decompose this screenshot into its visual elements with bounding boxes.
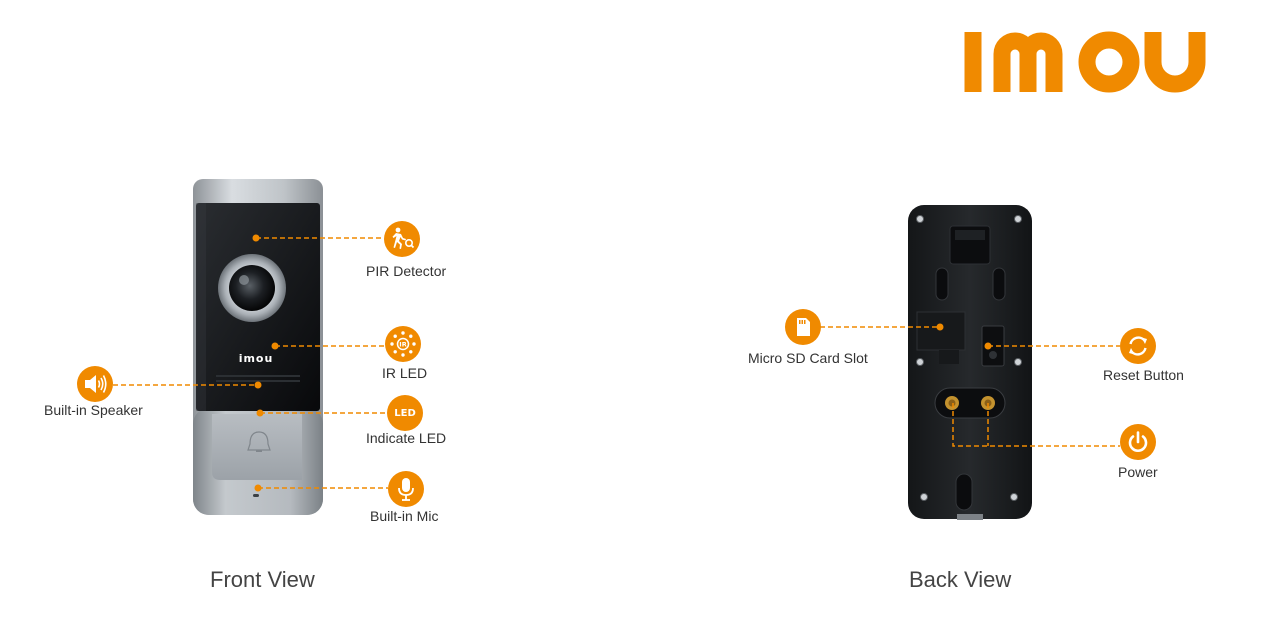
back-view-title: Back View (909, 567, 1012, 592)
power-label: Power (1118, 464, 1158, 480)
front-view-title: Front View (210, 567, 315, 592)
built-in-speaker-label: Built-in Speaker (44, 402, 143, 418)
svg-text:IR: IR (399, 341, 406, 349)
indicate-led-label: Indicate LED (366, 430, 447, 446)
front-doorbell: imou (193, 179, 323, 515)
led-badge-icon: LED (387, 395, 423, 431)
sd-slot-point (936, 323, 944, 331)
power-icon (1120, 424, 1156, 460)
speaker-point (254, 381, 262, 389)
pir-point (252, 234, 260, 242)
ir-led-label: IR LED (382, 365, 428, 381)
microphone-icon (388, 471, 424, 507)
imou-logo (964, 31, 1206, 93)
reset-button-label: Reset Button (1103, 367, 1184, 383)
pir-detector-label: PIR Detector (366, 263, 447, 279)
built-in-mic-label: Built-in Mic (370, 508, 439, 524)
pir-motion-icon (384, 221, 420, 257)
indicate-led-point (256, 409, 264, 417)
led-badge-text: LED (394, 407, 416, 419)
reset-icon (1120, 328, 1156, 364)
reset-point (984, 342, 992, 350)
device-brand-text: imou (239, 352, 274, 365)
mic-point (254, 484, 262, 492)
ir-led-point (271, 342, 279, 350)
speaker-icon (77, 366, 113, 402)
back-doorbell (908, 205, 1032, 520)
micro-sd-card-slot-label: Micro SD Card Slot (748, 350, 868, 366)
ir-led-icon: IR (385, 326, 421, 362)
sd-card-icon (785, 309, 821, 345)
